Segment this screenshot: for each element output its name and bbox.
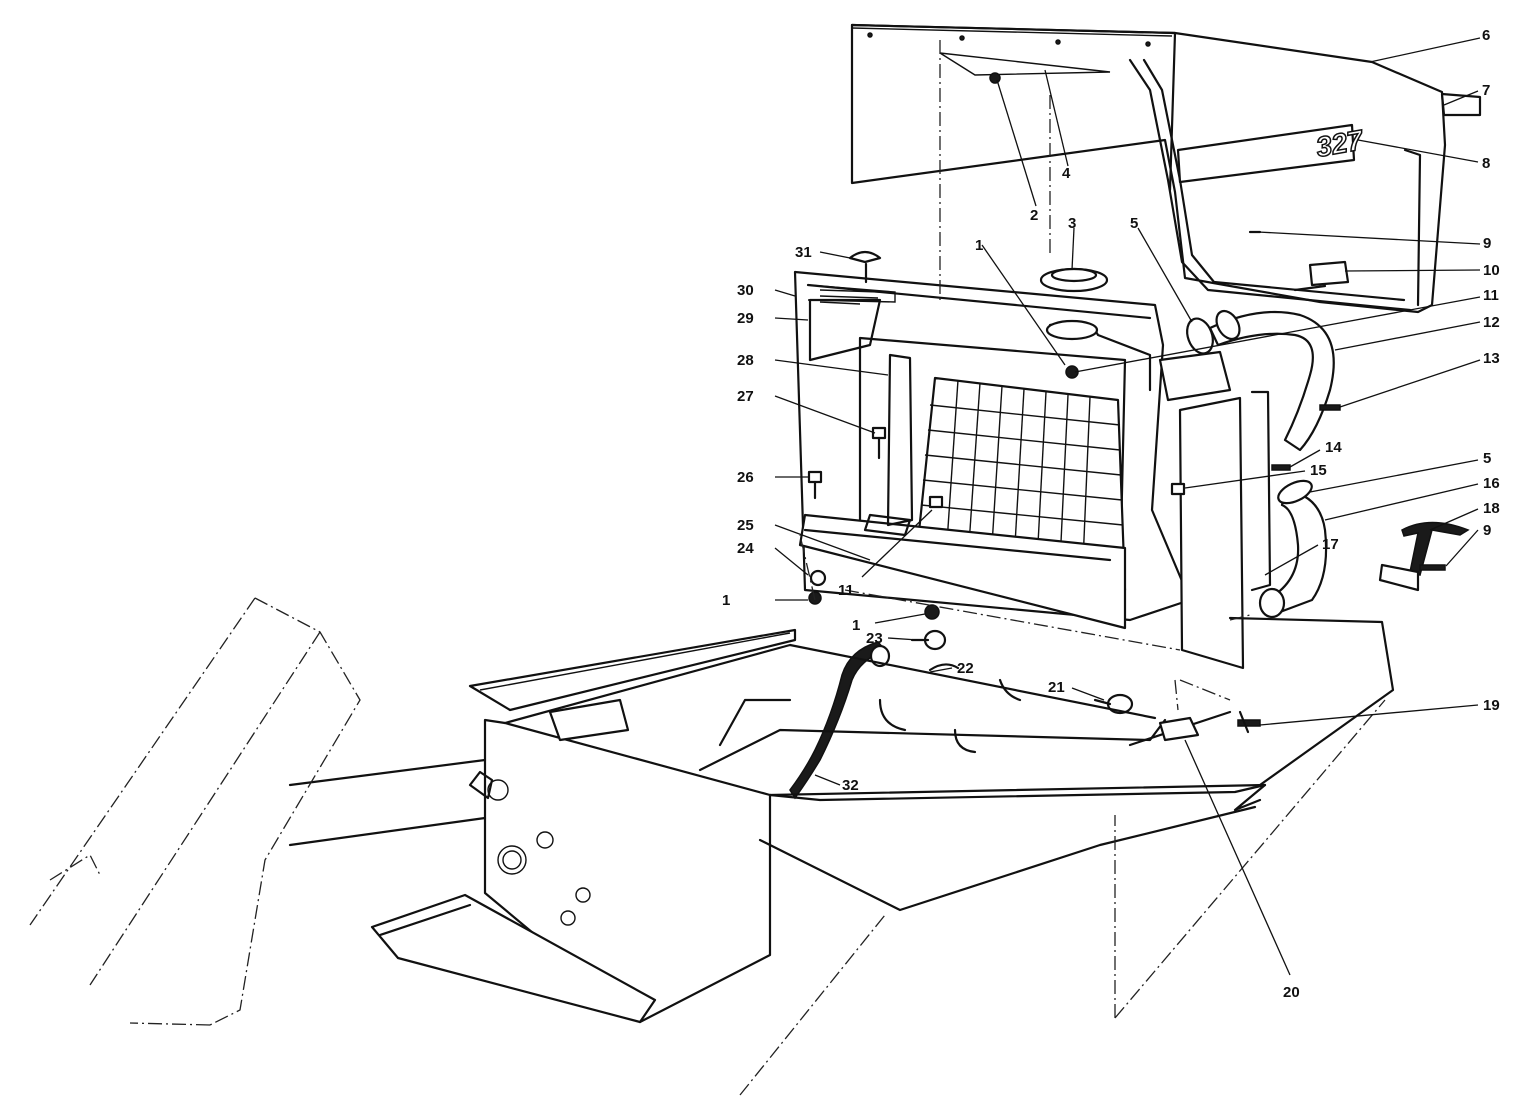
callout-14: 14 bbox=[1325, 439, 1342, 456]
radiator-cap bbox=[1039, 267, 1109, 293]
callout-21: 21 bbox=[1048, 679, 1065, 696]
callout-27: 27 bbox=[737, 388, 754, 405]
callout-20: 20 bbox=[1283, 984, 1300, 1001]
callout-7: 7 bbox=[1482, 82, 1490, 99]
callout-6: 6 bbox=[1482, 27, 1490, 44]
callout-26: 26 bbox=[737, 469, 754, 486]
callout-leaders bbox=[774, 37, 1481, 976]
callout-31: 31 bbox=[795, 244, 812, 261]
callout-4: 4 bbox=[1062, 165, 1071, 182]
frame bbox=[288, 616, 1395, 1024]
hood: 327 bbox=[850, 23, 1482, 314]
callout-22: 22 bbox=[957, 660, 974, 677]
callout-1-left: 1 bbox=[722, 592, 730, 609]
hood-rivets bbox=[867, 32, 1151, 47]
callout-8: 8 bbox=[1482, 155, 1490, 172]
radiator-side-bracket bbox=[1158, 350, 1272, 670]
callout-29: 29 bbox=[737, 310, 754, 327]
callout-18: 18 bbox=[1483, 500, 1500, 517]
callout-5-mid: 5 bbox=[1483, 450, 1491, 467]
callout-15: 15 bbox=[1310, 462, 1327, 479]
callout-32: 32 bbox=[842, 777, 859, 794]
callout-1-top: 1 bbox=[975, 237, 983, 254]
callout-28: 28 bbox=[737, 352, 754, 369]
callout-1-bottom: 1 bbox=[852, 617, 860, 634]
hood-decal-327: 327 bbox=[1176, 123, 1367, 184]
callout-3: 3 bbox=[1068, 215, 1076, 232]
callout-9-top: 9 bbox=[1483, 235, 1491, 252]
svg-text:327: 327 bbox=[1314, 124, 1367, 163]
callout-5-top: 5 bbox=[1130, 215, 1138, 232]
callout-9-mid: 9 bbox=[1483, 522, 1491, 539]
callout-13: 13 bbox=[1483, 350, 1500, 367]
callout-19: 19 bbox=[1483, 697, 1500, 714]
callout-17: 17 bbox=[1322, 536, 1339, 553]
radiator-top-tank bbox=[1045, 319, 1152, 392]
callout-12: 12 bbox=[1483, 314, 1500, 331]
fasteners bbox=[807, 72, 1446, 734]
callout-11-left: 11 bbox=[838, 582, 854, 599]
callout-16: 16 bbox=[1483, 475, 1500, 492]
callout-30: 30 bbox=[737, 282, 754, 299]
hood-latch-handle bbox=[1378, 521, 1470, 592]
drain-fitting bbox=[910, 629, 1134, 715]
callout-25: 25 bbox=[737, 517, 754, 534]
lower-radiator-hose bbox=[1258, 479, 1328, 619]
callout-2: 2 bbox=[1030, 207, 1038, 224]
callout-numbers: 6 7 8 4 2 3 1 5 9 10 11 12 13 14 15 5 16… bbox=[722, 27, 1500, 1001]
callout-10: 10 bbox=[1483, 262, 1500, 279]
upper-radiator-hose bbox=[1186, 309, 1335, 452]
callout-11-top: 11 bbox=[1483, 287, 1499, 304]
construction-lines bbox=[29, 40, 1386, 1096]
wire-clips bbox=[878, 663, 1022, 754]
drain-hose bbox=[789, 641, 891, 800]
callout-23: 23 bbox=[866, 630, 883, 647]
callout-24: 24 bbox=[737, 540, 754, 557]
